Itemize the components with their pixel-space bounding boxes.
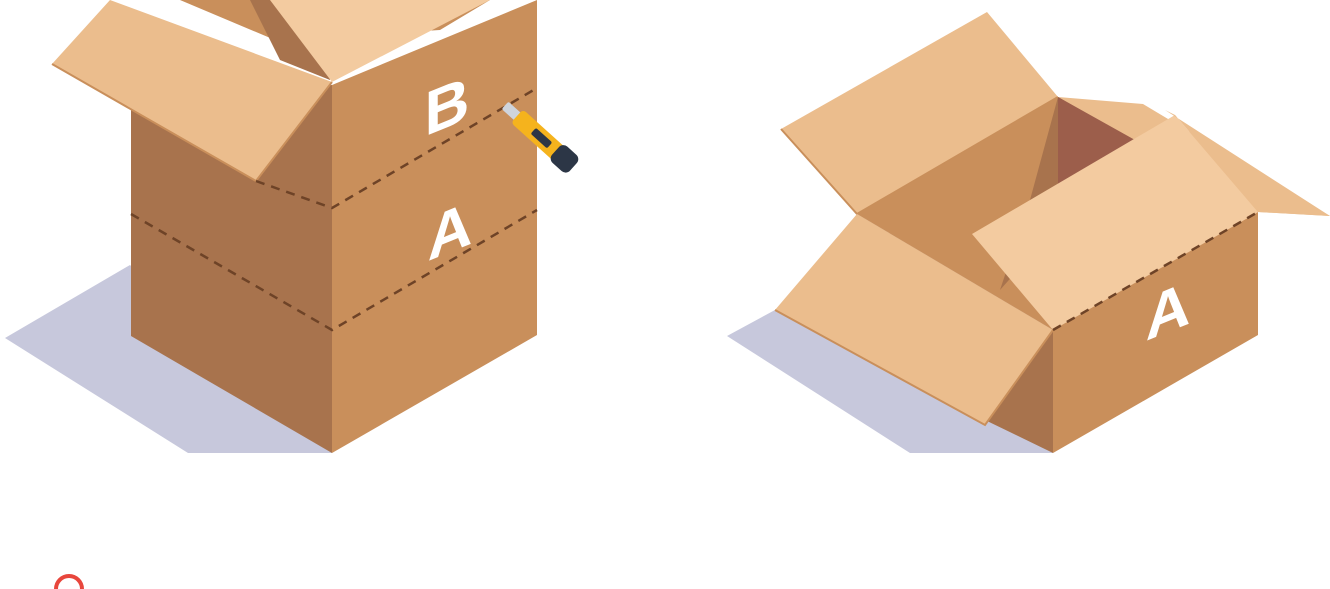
partial-circle-icon [56,576,82,589]
left-box: B A [5,0,581,453]
right-box: A [727,12,1330,453]
